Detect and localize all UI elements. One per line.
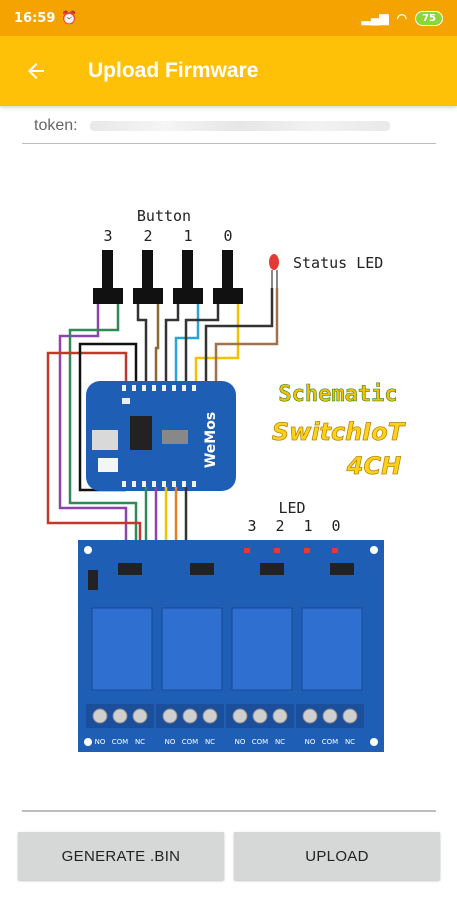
wifi-icon: ◠ <box>396 11 408 25</box>
terminal-nc-4: NC <box>345 738 355 746</box>
button-number-3: 3 <box>103 227 112 245</box>
content-divider <box>22 810 436 812</box>
status-time: 16:59 <box>14 10 56 26</box>
status-led <box>269 254 279 288</box>
alarm-icon: ⏰ <box>61 10 78 25</box>
signal-icon: ▂▄▆ <box>361 11 389 25</box>
brand-line1: SwitchIoT <box>272 418 406 446</box>
led-number-1: 1 <box>303 517 312 535</box>
terminal-no-4: NO <box>305 738 316 746</box>
button-number-2: 2 <box>143 227 152 245</box>
upload-button[interactable]: UPLOAD <box>234 832 440 880</box>
relay-wires <box>144 487 188 550</box>
board-brand: WeMos <box>203 412 219 468</box>
terminal-no-1: NO <box>95 738 106 746</box>
led-number-0: 0 <box>331 517 340 535</box>
token-value-redacted <box>89 120 390 131</box>
led-number-2: 2 <box>275 517 284 535</box>
terminal-com-1: COM <box>112 738 128 746</box>
battery-icon: 75 <box>415 10 443 26</box>
status-icons: ▂▄▆ ◠ 75 <box>361 10 443 26</box>
terminal-no-3: NO <box>235 738 246 746</box>
page-title: Upload Firmware <box>88 59 259 82</box>
relay-board: NO COM NC NO COM NC NO COM NC NO COM NC <box>78 540 384 752</box>
button-title: Button <box>137 207 191 225</box>
schematic-image: Button 3 2 1 0 Status LED <box>46 207 406 752</box>
token-label: token: <box>34 116 78 134</box>
terminal-no-2: NO <box>165 738 176 746</box>
back-button[interactable] <box>8 43 64 99</box>
terminal-nc-2: NC <box>205 738 215 746</box>
terminal-com-2: COM <box>182 738 198 746</box>
brand-line2: 4CH <box>346 452 401 480</box>
token-field[interactable]: token: <box>22 108 436 144</box>
status-led-label: Status LED <box>293 254 383 272</box>
terminal-nc-1: NC <box>135 738 145 746</box>
schematic-label: Schematic <box>278 382 397 407</box>
app-bar: Upload Firmware <box>0 36 457 106</box>
button-number-0: 0 <box>223 227 232 245</box>
push-buttons <box>93 250 243 304</box>
wemos-board: WeMos <box>86 381 236 491</box>
led-number-3: 3 <box>247 517 256 535</box>
terminal-com-4: COM <box>322 738 338 746</box>
arrow-back-icon <box>28 63 44 79</box>
button-number-1: 1 <box>183 227 192 245</box>
generate-bin-button[interactable]: GENERATE .BIN <box>18 832 224 880</box>
terminal-nc-3: NC <box>275 738 285 746</box>
led-title: LED <box>278 499 305 517</box>
status-bar: 16:59 ⏰ ▂▄▆ ◠ 75 <box>0 0 457 36</box>
terminal-com-3: COM <box>252 738 268 746</box>
